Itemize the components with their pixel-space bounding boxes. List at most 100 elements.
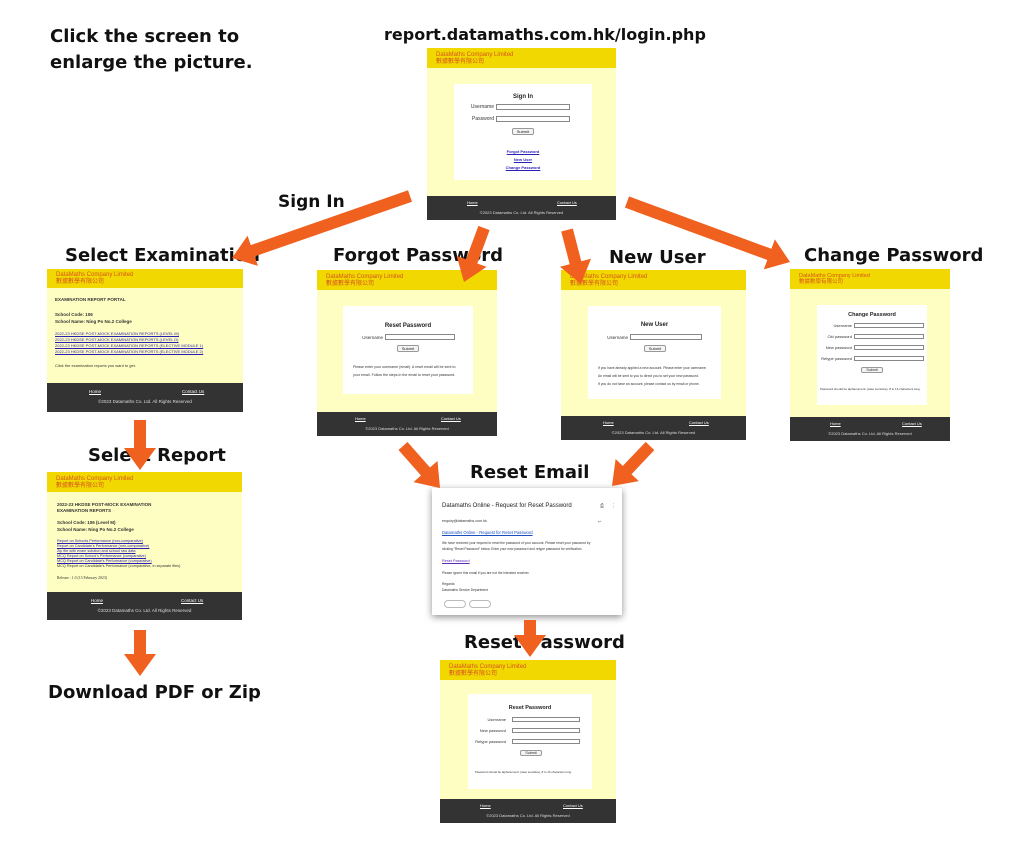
footer-home-link[interactable]: Home — [480, 803, 491, 808]
report-link-zip[interactable]: Zip file with exam solution and school r… — [57, 549, 136, 553]
forgot-password-link[interactable]: Forgot Password — [506, 149, 540, 154]
footer-contact-link[interactable]: Contact Us — [689, 420, 709, 425]
submit-button[interactable]: Submit — [644, 345, 666, 352]
forward-button[interactable] — [469, 600, 491, 608]
arrow-forgot-to-email — [398, 442, 440, 488]
old-password-field[interactable] — [854, 334, 924, 339]
new-password-field[interactable] — [854, 345, 924, 350]
footer: Home Contact Us ©2023 Datamaths Co. Ltd.… — [427, 196, 616, 220]
label-select-examination: Select Examination — [65, 245, 260, 266]
submit-button[interactable]: Submit — [861, 367, 883, 373]
footer-contact-link[interactable]: Contact Us — [181, 598, 204, 603]
username-field[interactable] — [496, 104, 570, 110]
footer-contact-link[interactable]: Contact Us — [441, 416, 461, 421]
exam-link-module-1[interactable]: 2022-23 HKDSE POST-MOCK EXAMINATION REPO… — [55, 343, 204, 348]
footer: Home Contact Us ©2023 Datamaths Co. Ltd.… — [790, 417, 950, 441]
exam-link-module-2[interactable]: 2022-23 HKDSE POST-MOCK EXAMINATION REPO… — [55, 349, 204, 354]
retype-password-label: Retype password — [475, 739, 506, 744]
new-password-label: New password — [825, 345, 852, 350]
label-forgot-password: Forgot Password — [333, 245, 503, 266]
brand-name: DataMaths Company Limited — [326, 274, 404, 280]
new-password-label: New password — [479, 728, 506, 733]
arrow-to-download — [124, 630, 156, 676]
report-link-mcq-school[interactable]: MCQ Report on School's Performance (comp… — [57, 554, 146, 558]
footer-contact-link[interactable]: Contact Us — [563, 803, 583, 808]
footer-home-link[interactable]: Home — [603, 420, 614, 425]
report-link-candidate[interactable]: Report on Candidate's Performance (non-c… — [57, 544, 150, 548]
label-sign-in: Sign In — [278, 192, 345, 212]
email-regards: Regards — [442, 582, 455, 586]
footer-contact-link[interactable]: Contact Us — [902, 421, 922, 426]
footer: Home Contact Us ©2023 Datamaths Co. Ltd.… — [317, 412, 497, 436]
retype-password-field[interactable] — [512, 739, 580, 744]
school-name: School Name: Ning Po No.2 College — [57, 527, 134, 532]
footer: Home Contact Us ©2023 Datamaths Co. Ltd.… — [561, 416, 746, 440]
report-link-mcq-candidate[interactable]: MCQ Report on Candidate's Performance (c… — [57, 559, 152, 563]
instruction-line-1: Click the screen to — [50, 26, 240, 47]
username-label: Username — [607, 334, 628, 340]
new-user-card: New User Username Submit If you have alr… — [588, 306, 721, 399]
email-body-1: We have received your request to reset t… — [442, 541, 591, 545]
username-field[interactable] — [385, 334, 455, 340]
email-department: Datamaths Service Department — [442, 588, 488, 592]
new-user-link[interactable]: New User — [513, 157, 533, 162]
change-password-link[interactable]: Change Password — [505, 165, 541, 170]
more-icon[interactable]: ⋮ — [611, 503, 616, 509]
report-link-school[interactable]: Report on Schools Performance (non-compa… — [57, 539, 143, 543]
username-field[interactable] — [854, 323, 924, 328]
exam-link-level-m[interactable]: 2022-23 HKDSE POST-MOCK EXAMINATION REPO… — [55, 331, 179, 336]
footer-home-link[interactable]: Home — [467, 200, 478, 205]
username-label: Username — [487, 717, 506, 722]
report-title-1: 2022-23 HKDSE POST-MOCK EXAMINATION — [57, 502, 152, 507]
reset-password-link[interactable]: Reset Password — [442, 559, 470, 563]
new-user-title: New User — [640, 322, 669, 328]
new-password-field[interactable] — [512, 728, 580, 733]
password-field[interactable] — [496, 116, 570, 122]
report-title-2: EXAMINATION REPORTS — [57, 508, 112, 513]
change-title: Change Password — [848, 312, 896, 318]
school-code: School Code: 106 — [55, 312, 93, 317]
email-body-2: clicking "Reset Password" below. Enter y… — [442, 547, 583, 551]
print-icon[interactable]: ⎙ — [600, 503, 605, 509]
login-title: Sign In — [513, 94, 533, 100]
submit-button[interactable]: Submit — [397, 345, 419, 352]
brand-name: DataMaths Company Limited — [570, 274, 648, 280]
footer: Home Contact Us ©2023 Datamaths Co. Ltd.… — [440, 799, 616, 823]
footer-copyright: ©2023 Datamaths Co. Ltd. All Rights Rese… — [486, 813, 570, 818]
username-field[interactable] — [630, 334, 702, 340]
exam-link-level-d[interactable]: 2022-23 HKDSE POST-MOCK EXAMINATION REPO… — [55, 337, 179, 342]
brand-name-zh: 數據數學有限公司 — [56, 278, 105, 285]
reset-password-note: Password should be alphanumeric (case se… — [475, 770, 572, 774]
reset-email-screenshot[interactable]: Datamaths Online - Request for Reset Pas… — [432, 488, 622, 615]
footer-contact-link[interactable]: Contact Us — [557, 200, 577, 205]
reply-button[interactable] — [444, 600, 466, 608]
footer-contact-link[interactable]: Contact Us — [182, 389, 205, 394]
footer-home-link[interactable]: Home — [830, 421, 841, 426]
footer-home-link[interactable]: Home — [91, 598, 104, 603]
footer-home-link[interactable]: Home — [89, 389, 102, 394]
footer-home-link[interactable]: Home — [355, 416, 366, 421]
brand-name: DataMaths Company Limited — [799, 273, 870, 279]
brand-name-zh: 數據數學有限公司 — [56, 482, 105, 489]
reply-icon[interactable]: ↩ — [598, 519, 602, 524]
brand-name-zh: 數據數學有限公司 — [449, 670, 498, 677]
portal-title: EXAMINATION REPORT PORTAL — [55, 297, 126, 302]
username-field[interactable] — [512, 717, 580, 722]
new-user-note-3: If you do not have an account, please co… — [598, 382, 700, 386]
email-heading-link[interactable]: Datamaths Online - Request for Reset Pas… — [442, 530, 533, 535]
submit-button[interactable]: Submit — [520, 750, 542, 756]
retype-password-field[interactable] — [854, 356, 924, 361]
username-label: Username — [362, 334, 383, 340]
submit-button[interactable]: Submit — [512, 128, 534, 135]
reset-title: Reset Password — [384, 323, 432, 329]
username-label: Username — [470, 104, 494, 110]
label-reset-password: Reset Password — [464, 632, 625, 653]
reset-card: Reset Password Username Submit Please en… — [343, 306, 473, 394]
